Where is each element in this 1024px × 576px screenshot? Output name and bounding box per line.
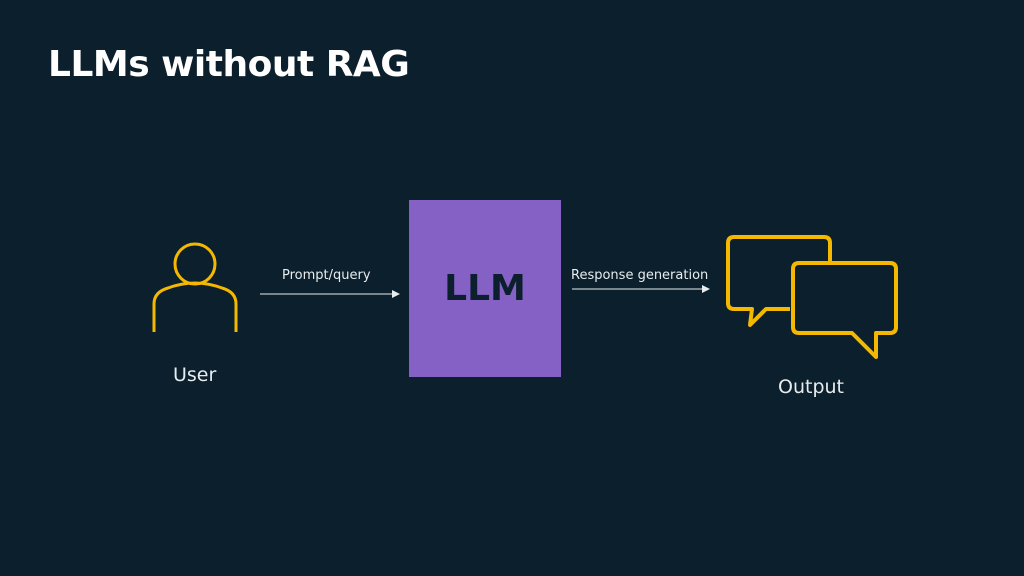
response-generation-label: Response generation [571, 268, 709, 283]
user-label: User [173, 364, 217, 386]
output-label: Output [778, 376, 844, 398]
llm-label: LLM [444, 268, 526, 309]
slide-title: LLMs without RAG [48, 44, 410, 85]
prompt-arrow [260, 290, 400, 298]
response-arrow [572, 285, 710, 293]
chat-bubbles-icon [726, 235, 898, 359]
llm-node: LLM [409, 200, 561, 377]
prompt-query-label: Prompt/query [282, 268, 371, 283]
user-icon [152, 242, 238, 332]
